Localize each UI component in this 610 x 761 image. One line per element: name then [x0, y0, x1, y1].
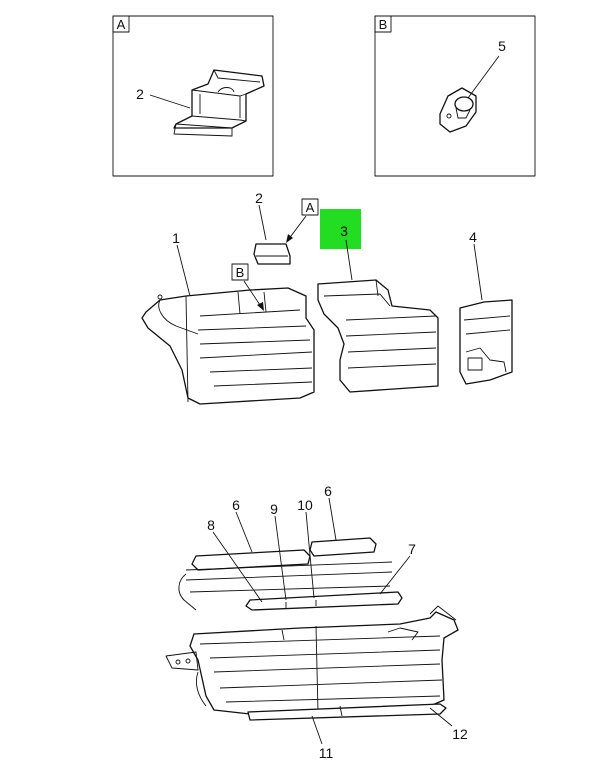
detail-b-tag	[374, 15, 392, 33]
label-10: 10	[297, 497, 313, 513]
ref-a-arrowhead	[286, 234, 293, 243]
detail-b: B 5	[374, 15, 536, 177]
leader-12	[429, 707, 453, 727]
leader-2-detail	[149, 94, 191, 109]
nut-part-drawing	[439, 87, 477, 133]
ref-callout-b: B	[231, 263, 264, 311]
leader-4	[473, 243, 483, 301]
leader-3	[345, 239, 353, 281]
label-8: 8	[207, 517, 215, 533]
ref-b-arrow	[243, 280, 263, 309]
ref-a-box	[301, 198, 319, 216]
ref-b-arrowhead	[257, 302, 264, 311]
part-2: 2	[253, 190, 291, 265]
part-7-strip	[245, 591, 403, 611]
detail-b-letter: B	[379, 17, 388, 32]
leader-10	[305, 511, 315, 599]
ref-b-box	[231, 263, 249, 281]
label-9: 9	[270, 501, 278, 517]
label-3: 3	[340, 223, 348, 239]
label-6a: 6	[232, 497, 240, 513]
leader-2	[258, 204, 267, 241]
ref-a-letter: A	[306, 200, 315, 215]
label-11: 11	[319, 745, 334, 761]
clip-part-drawing	[173, 69, 265, 137]
part-1: 1	[141, 230, 315, 405]
detail-a-frame	[112, 15, 274, 177]
part-3-highlight: 3	[320, 209, 361, 281]
highlight-box	[320, 209, 361, 249]
leader-11	[311, 715, 323, 745]
label-6b: 6	[324, 483, 332, 499]
leader-6b	[328, 497, 337, 541]
label-12: 12	[452, 726, 468, 742]
detail-b-frame	[374, 15, 536, 177]
part-4: 4	[459, 229, 513, 385]
part-6-left	[191, 549, 311, 571]
upper-strips	[178, 537, 403, 611]
part-6-right	[309, 537, 377, 557]
part-3	[317, 279, 439, 393]
leader-5	[467, 55, 500, 99]
part-11-assembly	[165, 605, 459, 721]
bottom-leaders: 6 6 8 9 10 7 11 12	[207, 483, 468, 761]
leader-9	[274, 515, 287, 601]
ref-a-arrow	[287, 215, 307, 241]
label-5: 5	[498, 38, 506, 54]
label-2: 2	[255, 190, 263, 206]
leader-8	[212, 531, 263, 603]
label-4: 4	[469, 229, 477, 245]
leader-1	[176, 244, 191, 297]
part-12-strip	[247, 703, 447, 721]
label-1: 1	[172, 230, 180, 246]
ref-b-letter: B	[236, 265, 245, 280]
detail-a-letter: A	[117, 17, 126, 32]
label-2-detail: 2	[136, 86, 144, 102]
label-7: 7	[408, 541, 416, 557]
detail-a-tag	[112, 15, 130, 33]
leader-6a	[235, 511, 253, 553]
detail-a: A 2	[112, 15, 274, 177]
leader-7	[379, 555, 411, 595]
ref-callout-a: A	[286, 198, 319, 243]
